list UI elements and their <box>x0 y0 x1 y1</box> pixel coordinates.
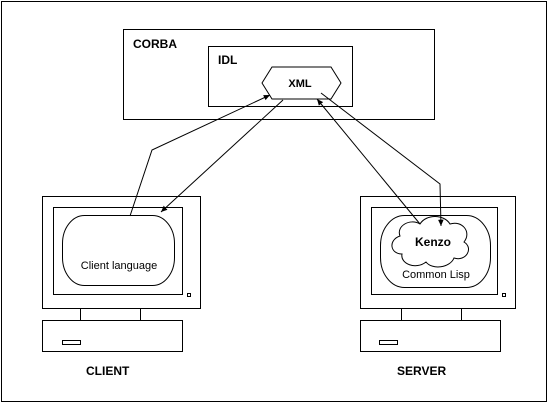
kenzo-cloud <box>391 216 469 268</box>
server-computer: Kenzo Common Lisp SERVER <box>360 196 516 378</box>
arrow-kenzo-to-xml <box>316 98 421 225</box>
server-stand-neck <box>401 308 462 321</box>
idl-label: IDL <box>218 53 237 67</box>
client-caption: CLIENT <box>86 364 130 378</box>
arrow-xml-to-client <box>160 99 284 213</box>
server-caption: SERVER <box>397 364 446 378</box>
connections <box>129 92 444 227</box>
client-language-label: Client language <box>81 260 157 272</box>
client-base-unit <box>42 320 183 352</box>
client-drive-slot <box>62 340 81 345</box>
server-power-led <box>502 293 506 297</box>
client-power-led <box>187 293 191 297</box>
server-base-unit <box>360 320 501 352</box>
xml-node: XML <box>261 66 342 100</box>
xml-label: XML <box>288 78 312 90</box>
corba-label: CORBA <box>133 37 177 51</box>
client-stand-neck <box>80 308 141 321</box>
client-language-area <box>62 215 175 286</box>
arrow-client-to-xml <box>129 94 271 217</box>
client-computer: Client language CLIENT <box>42 196 201 378</box>
arrow-xml-to-kenzo <box>320 92 444 227</box>
server-drive-slot <box>379 340 398 345</box>
common-lisp-label: Common Lisp <box>402 269 470 281</box>
kenzo-label: Kenzo <box>415 235 451 249</box>
